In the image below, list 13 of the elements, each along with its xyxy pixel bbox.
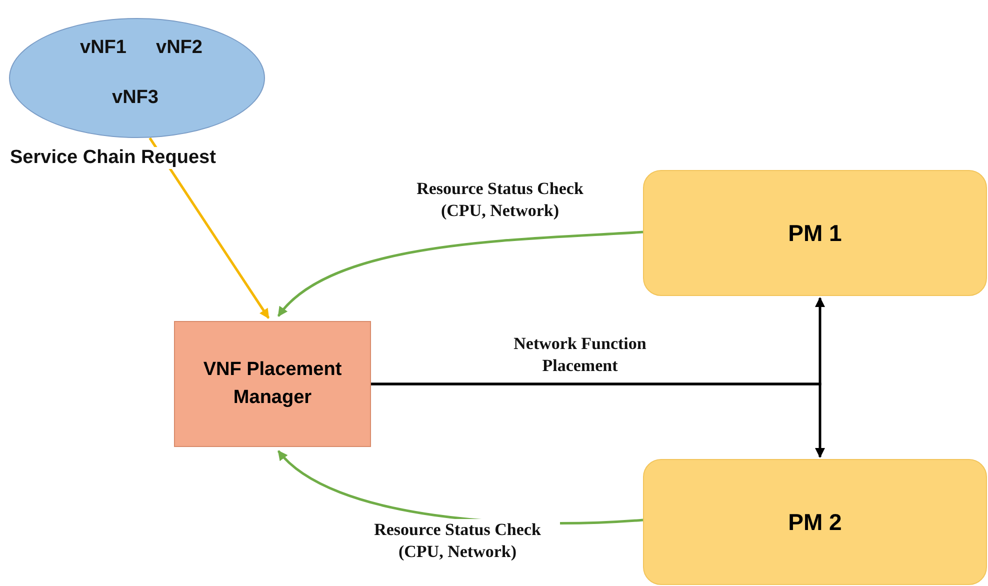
- node-label: vNF1: [80, 37, 126, 59]
- node-label: PM 2: [788, 508, 842, 537]
- node-label: VNF Placement Manager: [202, 358, 343, 410]
- pm-box: [643, 170, 987, 296]
- arrow: [277, 230, 644, 317]
- caption-text: Service Chain Request: [10, 147, 216, 169]
- arrow: [371, 382, 825, 458]
- node-label: PM 1: [788, 218, 842, 248]
- node-label: vNF2: [156, 37, 202, 59]
- arrow: [148, 137, 270, 319]
- manager-box: [174, 321, 371, 447]
- node-label: vNF3: [112, 87, 158, 109]
- pm-box: [643, 459, 987, 585]
